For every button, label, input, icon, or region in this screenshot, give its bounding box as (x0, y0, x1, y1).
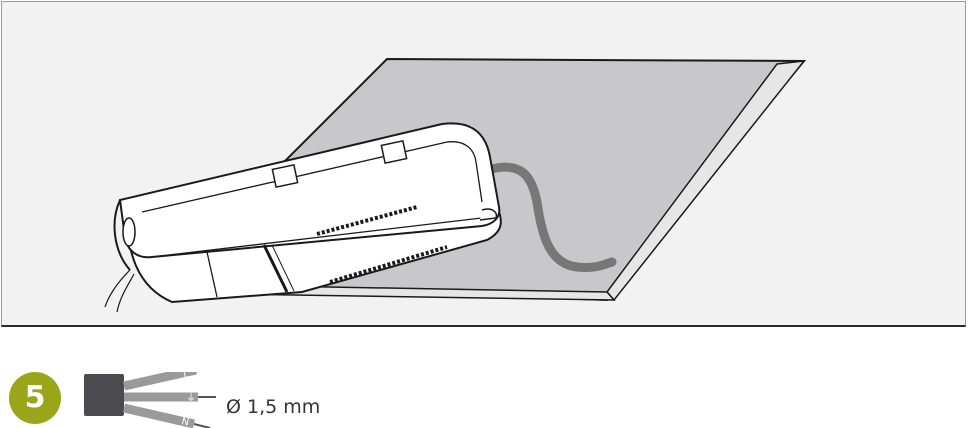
heater-mounting-drawing (104, 57, 807, 313)
wire-diameter-label: Ø 1,5 mm (226, 396, 321, 418)
installation-illustration (1, 1, 966, 327)
wire-earth: ⏚ (124, 392, 216, 404)
svg-text:⏚: ⏚ (186, 392, 196, 404)
step-number-badge: 5 (9, 372, 61, 424)
cable-wires-icon: L ⏚ N (84, 372, 216, 428)
power-cable (483, 162, 617, 272)
wire-l: L (123, 372, 197, 391)
connector-block (84, 374, 124, 416)
svg-text:N: N (180, 416, 190, 428)
svg-text:L: L (182, 372, 190, 381)
heater-device (104, 122, 502, 313)
wire-n: N (122, 403, 211, 428)
wiring-spec-row: 5 L ⏚ N Ø 1,5 mm (0, 328, 968, 428)
